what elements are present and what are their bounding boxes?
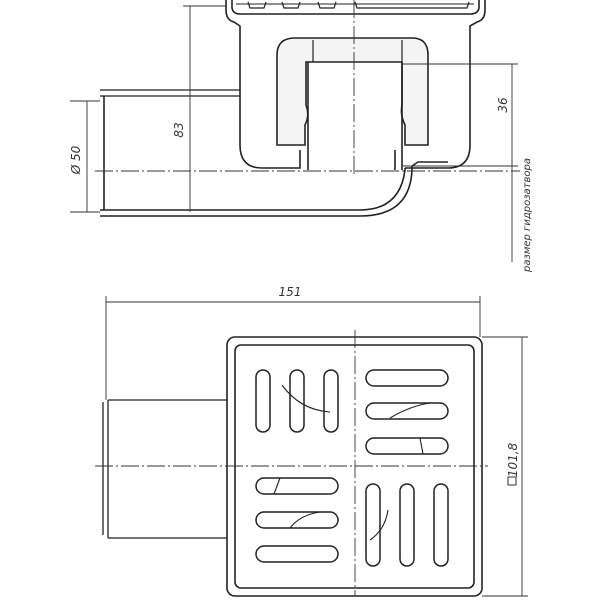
side-section-view [100, 0, 486, 217]
water-seal-caption: размер гидрозатвора [522, 158, 533, 273]
plan-dimension-lines [95, 296, 528, 597]
width-dimension-label: 151 [279, 285, 302, 299]
water-seal-dimension-label: 36 [496, 97, 510, 113]
side-dimension-lines [70, 0, 520, 262]
grate-size-label: 101,8 [506, 442, 520, 477]
plan-view [102, 336, 483, 597]
grate-slots [255, 369, 449, 567]
height-dimension-label: 83 [172, 122, 186, 137]
pipe-diameter-label: Ø 50 [69, 145, 83, 175]
